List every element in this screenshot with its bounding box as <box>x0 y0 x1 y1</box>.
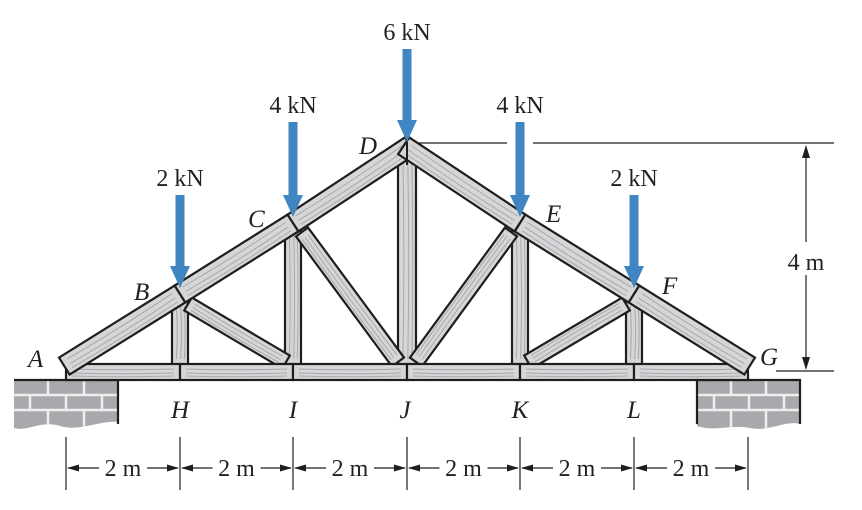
load-arrow-C <box>283 122 303 217</box>
top-chord-EF <box>513 212 641 305</box>
member-FK <box>522 296 632 370</box>
panel-dimension: 2 m <box>521 456 633 482</box>
load-label-D: 6 kN <box>383 20 430 46</box>
top-chord-CD <box>285 135 418 233</box>
joint-label-I: I <box>288 397 299 424</box>
joint-label-G: G <box>760 344 778 371</box>
joint-label-A: A <box>26 346 44 373</box>
load-label-E: 4 kN <box>496 93 543 119</box>
load-arrow-E <box>510 122 530 217</box>
top-chord-DE <box>396 135 528 233</box>
load-arrow-D <box>397 49 417 142</box>
joint-label-C: C <box>248 206 265 233</box>
load-label-C: 4 kN <box>269 93 316 119</box>
joint-label-B: B <box>134 279 149 306</box>
panel-dimension-label: 2 m <box>445 456 482 482</box>
member-DJ <box>396 153 418 367</box>
left-support <box>14 378 120 429</box>
panel-dimensions: 2 m 2 m 2 m 2 m 2 m 2 m <box>65 437 749 490</box>
panel-dimension-label: 2 m <box>673 456 710 482</box>
panel-dimension: 2 m <box>635 456 747 482</box>
right-support <box>695 378 802 429</box>
member-EJ <box>408 226 519 368</box>
bottom-chord-segment <box>632 362 750 382</box>
panel-dimension: 2 m <box>67 456 179 482</box>
load-arrows <box>170 49 644 288</box>
member-BI <box>182 296 292 370</box>
panel-dimension-label: 2 m <box>559 456 596 482</box>
load-arrow-B <box>170 195 190 288</box>
joint-label-F: F <box>661 273 678 300</box>
bottom-chord-segment <box>178 362 295 382</box>
panel-dimension-label: 2 m <box>332 456 369 482</box>
dimension-arrowhead-up <box>802 145 810 158</box>
panel-dimension: 2 m <box>181 456 292 482</box>
top-chord-FG <box>627 283 757 377</box>
height-label: 4 m <box>788 250 825 276</box>
joint-label-H: H <box>170 397 191 424</box>
bottom-chord-segment <box>405 362 522 382</box>
joint-label-E: E <box>545 201 561 228</box>
height-dimension <box>418 142 834 372</box>
joint-label-L: L <box>626 397 641 424</box>
joint-label-J: J <box>399 397 412 424</box>
panel-dimension: 2 m <box>408 456 519 482</box>
top-chord-AB <box>57 283 187 377</box>
member-CJ <box>294 226 406 368</box>
member-EK <box>510 226 530 367</box>
bottom-chord-segment <box>291 362 409 382</box>
bottom-chord-segment <box>518 362 636 382</box>
load-arrow-F <box>624 195 644 288</box>
top-chord-BC <box>173 213 300 304</box>
joint-label-K: K <box>511 397 530 424</box>
load-label-F: 2 kN <box>610 166 657 192</box>
panel-dimension-label: 2 m <box>218 456 255 482</box>
panel-dimension-label: 2 m <box>105 456 142 482</box>
joint-label-D: D <box>358 133 377 160</box>
truss-members <box>57 135 757 382</box>
dimension-arrowhead-down <box>802 357 810 370</box>
member-CI <box>283 226 303 367</box>
panel-dimension: 2 m <box>294 456 406 482</box>
load-label-B: 2 kN <box>156 166 203 192</box>
